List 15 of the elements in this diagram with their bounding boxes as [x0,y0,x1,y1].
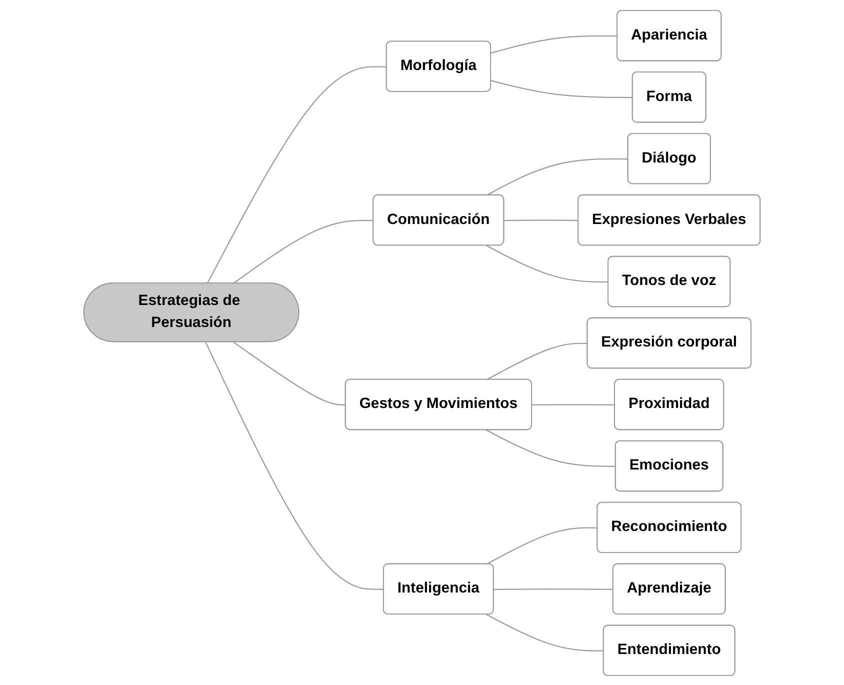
connector [532,404,616,405]
connector [233,341,346,405]
connector [486,244,609,282]
connector [486,158,628,196]
connector [486,342,588,380]
connector [205,341,384,590]
connector [486,429,616,466]
connector [504,219,579,221]
connector [490,80,633,98]
connector [206,66,387,284]
connector [486,526,598,564]
connector [233,219,374,284]
connector [494,588,614,590]
connector [490,34,618,54]
connector [486,614,604,651]
